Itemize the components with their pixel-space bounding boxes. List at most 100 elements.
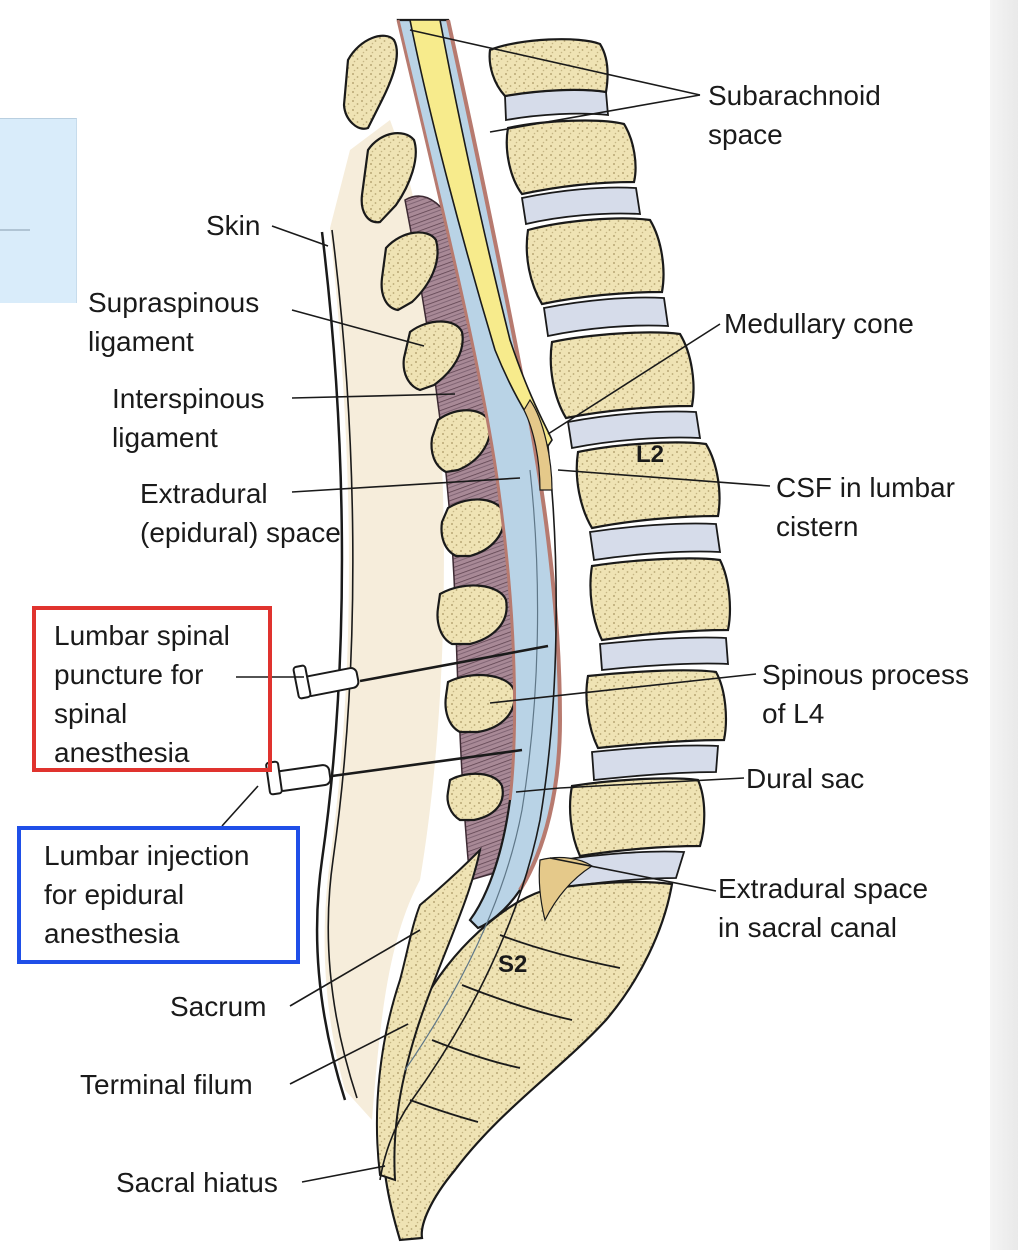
leader-lumbar-injection [221, 785, 259, 827]
leader-csf [557, 469, 771, 487]
label-terminal-filum: Terminal filum [80, 1065, 253, 1104]
label-line: Dural sac [746, 763, 865, 794]
label-line: of L4 [762, 698, 825, 729]
epidural-needle-hub [274, 764, 332, 792]
leader-sacral-hiatus [301, 1165, 386, 1183]
label-line: puncture for [54, 659, 204, 690]
label-line: Supraspinous [88, 287, 260, 318]
vertebral-body [505, 119, 637, 196]
label-line: anesthesia [54, 737, 190, 768]
sacral-posterior-plate [375, 846, 482, 1182]
label-line: cistern [776, 511, 859, 542]
label-line: CSF in lumbar [776, 472, 955, 503]
leader-skin [271, 225, 329, 247]
label-line: anesthesia [44, 918, 180, 949]
leader-extradural-sacral [549, 857, 717, 892]
vertebral-body-l2 [575, 441, 721, 530]
epidural-anesthesia-highlight-box [17, 826, 300, 964]
label-line: ligament [88, 326, 194, 357]
leader-dural-sac-b [515, 787, 561, 793]
label-line: (epidural) space [140, 517, 341, 548]
intervertebral-disc [520, 186, 642, 226]
spinous-process [430, 409, 492, 474]
leader-spinous-process [489, 673, 757, 704]
spinal-needle-shaft [359, 644, 549, 683]
spinous-process [444, 674, 516, 734]
leader-terminal-filum [289, 1023, 409, 1085]
leader-supraspinous [291, 309, 425, 347]
vertebral-body [549, 331, 695, 420]
spinous-process [342, 34, 398, 130]
label-line: Subarachnoid [708, 80, 881, 111]
leader-sacrum [289, 929, 421, 1007]
label-line: for epidural [44, 879, 185, 910]
spinous-process [402, 320, 464, 392]
vertebra-label-l2: L2 [636, 441, 664, 468]
sacral-segment-line [499, 934, 621, 969]
label-line: Sacrum [170, 991, 267, 1022]
label-sacral-hiatus: Sacral hiatus [116, 1163, 278, 1202]
terminal-filum-line [379, 445, 557, 1181]
dura-lining [396, 19, 517, 801]
label-line: Terminal filum [80, 1069, 253, 1100]
spinal-needle-grip [292, 664, 312, 700]
label-dural-sac: Dural sac [746, 759, 864, 798]
sacral-segment-line [461, 984, 573, 1021]
right-edge-shadow [990, 0, 1018, 1250]
extradural-fat [538, 856, 594, 922]
vertebral-body [585, 669, 728, 750]
leader-extradural [291, 477, 521, 493]
extradural-fat [523, 398, 553, 491]
label-lumbar-spinal-puncture: Lumbar spinal puncture for spinal anesth… [54, 616, 230, 772]
label-line: Interspinous [112, 383, 265, 414]
label-csf-lumbar-cistern: CSF in lumbar cistern [776, 468, 955, 546]
vertebral-body [568, 777, 706, 858]
label-line: Skin [206, 210, 261, 241]
label-line: Spinous process [762, 659, 970, 690]
spinal-anesthesia-highlight-box [32, 606, 272, 772]
spinous-process [360, 132, 417, 224]
label-line: space [708, 119, 783, 150]
terminal-filum-line [404, 469, 539, 1071]
spinous-process [436, 584, 508, 646]
label-skin: Skin [206, 206, 260, 245]
label-line: in sacral canal [718, 912, 897, 943]
leader-subarachnoid-b [489, 94, 701, 133]
label-sacrum: Sacrum [170, 987, 266, 1026]
label-line: spinal [54, 698, 128, 729]
spinous-processes [342, 34, 516, 822]
spinal-needle [292, 644, 549, 700]
sacrum [381, 880, 674, 1242]
label-line: Lumbar injection [44, 840, 250, 871]
spinous-process [440, 498, 506, 558]
intervertebral-disc [591, 744, 719, 781]
sacral-segment-line [431, 1039, 521, 1069]
label-lumbar-injection: Lumbar injection for epidural anesthesia [44, 836, 249, 953]
label-extradural-space: Extradural (epidural) space [140, 474, 341, 552]
label-subarachnoid-space: Subarachnoid space [708, 76, 881, 154]
leader-medullary-cone [547, 323, 721, 435]
label-line: ligament [112, 422, 218, 453]
label-interspinous-ligament: Interspinous ligament [112, 379, 265, 457]
intervertebral-disc [566, 410, 702, 450]
vertebral-body [525, 217, 665, 306]
label-spinous-process-l4: Spinous process of L4 [762, 655, 969, 733]
dura-lining [446, 19, 563, 892]
intervertebral-disc [542, 296, 670, 338]
vertebra-label-s2: S2 [498, 951, 527, 978]
label-line: Extradural [140, 478, 268, 509]
label-line: Lumbar spinal [54, 620, 230, 651]
vertebral-body [589, 557, 732, 642]
vertebral-bodies [488, 38, 732, 890]
intervertebral-disc [599, 636, 729, 671]
leader-dural-sac-a [559, 777, 745, 789]
intervertebral-disc [588, 522, 722, 562]
label-medullary-cone: Medullary cone [724, 304, 914, 343]
spinal-cord [409, 19, 553, 448]
skin-inner-line [327, 229, 358, 1099]
sacral-segment-line [409, 1099, 479, 1123]
vertebral-body [488, 38, 609, 98]
label-extradural-sacral-canal: Extradural space in sacral canal [718, 869, 928, 947]
spinous-process [446, 772, 504, 822]
